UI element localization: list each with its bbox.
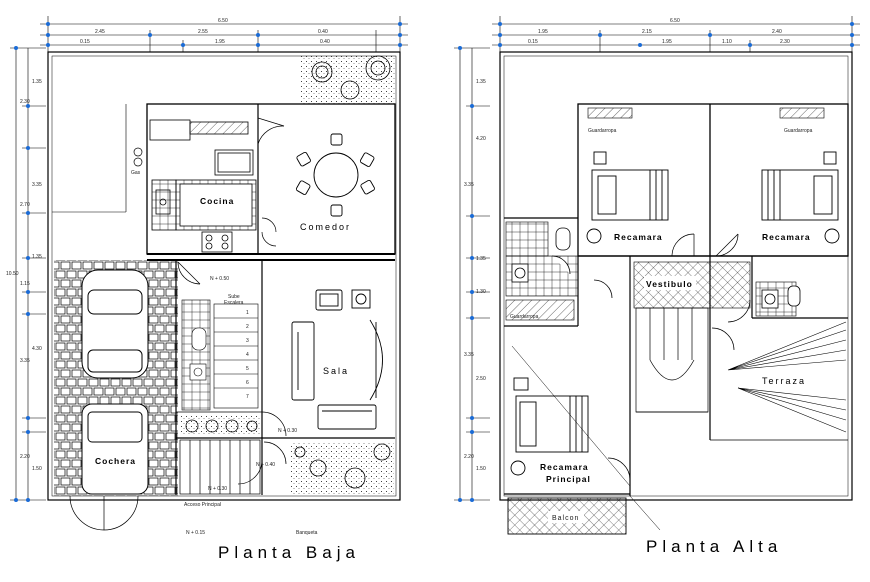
room-recamara-principal-2: Principal	[546, 474, 591, 484]
uf-ldim-1: 4.20	[476, 136, 486, 142]
uf-stair	[635, 307, 709, 413]
uf-dim-e: 1.95	[662, 39, 672, 45]
gf-garden-bottom	[290, 442, 394, 494]
uf-dim-g: 2.30	[780, 39, 790, 45]
uf-master-bed	[510, 345, 631, 487]
room-recamara-2: Recamara	[762, 232, 811, 242]
gas-tanks	[133, 147, 143, 167]
sube-label-1: Sube	[228, 294, 240, 300]
uf-bath-fixtures	[511, 227, 801, 309]
uf-ldim-2: 3.35	[464, 182, 474, 188]
gf-ldim-4: 1.35	[32, 254, 42, 260]
uf-ldim-0: 1.35	[476, 79, 486, 85]
uf-walls	[499, 51, 853, 501]
uf-dim-c: 2.40	[772, 29, 782, 35]
gf-level-5: N + 0.15	[186, 530, 205, 536]
room-comedor: Comedor	[300, 222, 351, 232]
svg-text:1: 1	[246, 310, 249, 316]
gf-level-3: N + 0.30	[278, 428, 297, 434]
uf-closet-3	[505, 299, 575, 321]
title-planta-baja: Planta Baja	[218, 543, 360, 562]
gf-ldim-1: 2.30	[20, 99, 30, 105]
gf-ldim-2: 3.35	[32, 182, 42, 188]
gf-planter-shrubs	[185, 419, 258, 433]
gf-entry-steps	[179, 439, 261, 495]
room-sala: Sala	[323, 366, 349, 376]
room-terraza: Terraza	[762, 376, 806, 386]
acceso-principal: Acceso Principal	[184, 502, 221, 508]
svg-text:4: 4	[246, 352, 249, 358]
uf-dim-a: 1.95	[538, 29, 548, 35]
gf-ldim-9: 1.50	[32, 466, 42, 472]
uf-vestibulo-label-bg	[644, 276, 696, 290]
dining-table	[295, 133, 375, 217]
uf-doors	[607, 233, 751, 481]
gf-ldim-7: 3.35	[20, 358, 30, 364]
gf-level-1: N + 0.50	[210, 276, 229, 282]
gas-label: Gas	[131, 170, 141, 176]
gf-dim-total: 6.50	[218, 18, 228, 24]
stair-step-numbers: 1 2 3 4 5 6 7	[246, 310, 249, 400]
car-top	[81, 269, 149, 495]
room-cochera: Cochera	[95, 456, 136, 466]
uf-dim-d: 0.15	[528, 39, 538, 45]
room-balcon: Balcon	[552, 515, 579, 522]
banqueta: Banqueta	[296, 530, 318, 536]
gf-ldim-3: 2.70	[20, 202, 30, 208]
guardarropa-1: Guardarropa	[588, 128, 617, 134]
gf-stairs	[181, 299, 259, 411]
svg-text:6: 6	[246, 380, 249, 386]
gf-shrub-2	[294, 443, 391, 489]
gf-dim-d: 0.15	[80, 39, 90, 45]
uf-closet-1	[587, 107, 633, 119]
gf-dim-c: 0.40	[318, 29, 328, 35]
uf-ldim-5: 3.35	[464, 352, 474, 358]
uf-closet-2	[779, 107, 825, 119]
gf-ldim-total: 10.50	[6, 271, 19, 277]
guardarropa-2: Guardarropa	[784, 128, 813, 134]
uf-ldim-3: 1.35	[476, 256, 486, 262]
room-cocina: Cocina	[200, 196, 234, 206]
uf-shower	[505, 221, 549, 257]
gf-shrub-1	[311, 55, 391, 100]
uf-ldim-8: 1.50	[476, 466, 486, 472]
uf-ldim-6: 2.50	[476, 376, 486, 382]
uf-balcon-diagonal	[629, 495, 661, 531]
sube-label-2: Escalera	[224, 300, 244, 306]
uf-balcon-label-bg	[548, 511, 584, 523]
uf-dim-total: 6.50	[670, 18, 680, 24]
gf-ldim-6: 4.30	[32, 346, 42, 352]
room-recamara-1: Recamara	[614, 232, 663, 242]
gf-level-4: N + 0.30	[208, 486, 227, 492]
uf-ldim-7: 2.20	[464, 454, 474, 460]
svg-text:7: 7	[246, 394, 249, 400]
gf-planter	[180, 416, 260, 436]
sala-furniture	[291, 289, 383, 430]
gf-dim-e: 1.95	[215, 39, 225, 45]
room-recamara-principal-1: Recamara	[540, 462, 589, 472]
gf-ldim-8: 2.20	[20, 454, 30, 460]
uf-ldim-4: 1.30	[476, 289, 486, 295]
uf-dim-f: 1.10	[722, 39, 732, 45]
gf-dim-b: 2.55	[198, 29, 208, 35]
gf-doors	[69, 117, 287, 531]
title-planta-alta: Planta Alta	[646, 537, 782, 556]
ground-floor-plan: 6.50 2.45 2.55 0.40 0.15 1.95 0.40	[6, 16, 408, 562]
gf-ldim-5: 1.15	[20, 281, 30, 287]
svg-text:2: 2	[246, 324, 249, 330]
gf-ldim-0: 1.35	[32, 79, 42, 85]
uf-beds-top	[586, 151, 840, 244]
guardarropa-3: Guardarropa	[510, 314, 539, 320]
svg-text:5: 5	[246, 366, 249, 372]
svg-text:3: 3	[246, 338, 249, 344]
gf-level-2: N + 0.40	[256, 462, 275, 468]
kitchen-counters	[149, 119, 257, 253]
uf-dim-b: 2.15	[642, 29, 652, 35]
room-vestibulo: Vestibulo	[646, 279, 693, 289]
upper-floor-plan: 6.50 1.95 2.15 2.40 0.15 1.95 1.10 2.30 …	[454, 16, 860, 556]
gf-dim-f: 0.40	[320, 39, 330, 45]
terraza-planters	[727, 321, 847, 433]
gf-dim-a: 2.45	[95, 29, 105, 35]
